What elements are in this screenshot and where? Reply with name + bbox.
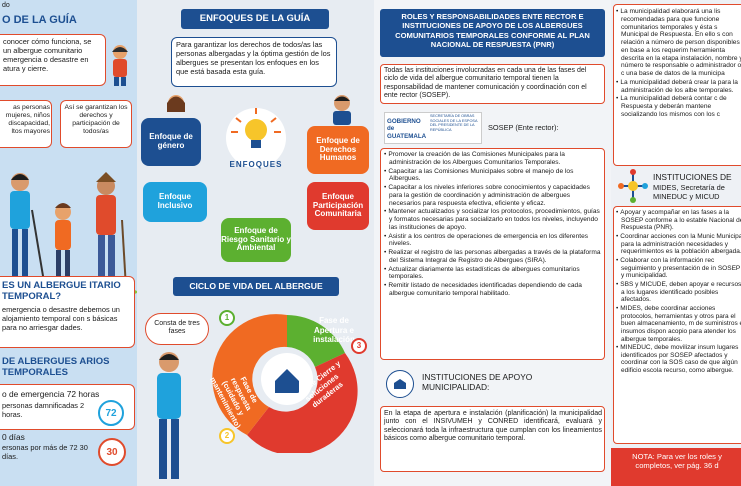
enfoque-riesgo: Enfoque de Riesgo Sanitario y Ambiental	[221, 218, 291, 262]
mides-list: Apoyar y acompañar en las fases a la SOS…	[615, 209, 741, 376]
gov-logo-sub: SECRETARÍA DE OBRAS SOCIALES DE LA ESPOS…	[430, 114, 478, 132]
enfoques-intro-box	[171, 37, 337, 87]
enfoque-genero: Enfoque de género	[141, 118, 201, 166]
list-item: Capacitar a los niveles inferiores sobre…	[383, 184, 603, 207]
roles-header: ROLES Y RESPONSABILIDADES ENTE RECTOR E …	[380, 9, 605, 57]
list-item: La municipalidad deberá crear la para la…	[615, 79, 741, 95]
note-banner	[611, 448, 741, 486]
rights-box	[60, 100, 132, 148]
types-header: DE ALBERGUES ARIOS TEMPORALES	[2, 356, 110, 379]
phase1-number: 1	[219, 310, 235, 326]
list-item: Colaborar con la información rec seguimi…	[615, 257, 741, 280]
enfoques-header: ENFOQUES DE LA GUÍA	[181, 9, 329, 29]
top-fragment: do	[2, 2, 10, 9]
enfoque-participacion: Enfoque Participación Comunitaria	[307, 182, 369, 230]
enfoques-center-label: ENFOQUES	[229, 160, 283, 169]
sosep-label: SOSEP (Ente rector):	[488, 123, 559, 132]
list-item: MIDES, debe coordinar acciones protocolo…	[615, 305, 741, 343]
list-item: Mantener actualizados y socializar los p…	[383, 208, 603, 231]
list-item: Actualizar diariamente las estadísticas …	[383, 266, 603, 282]
list-item: Realizar el registro de las personas alb…	[383, 249, 603, 265]
rights-text: Así se garantizan los derechos y partici…	[64, 104, 128, 136]
list-item: SBS y MICUDE, deben apoyar e recursos a …	[615, 281, 741, 304]
people-text: as personas mujeres, niños discapacidad,…	[5, 104, 50, 136]
gov-logo	[384, 112, 482, 144]
woman-icon	[167, 95, 185, 112]
list-item: Remitir listado de necesidades identific…	[383, 282, 603, 298]
list-item: Apoyar y acompañar en las fases a la SOS…	[615, 209, 741, 232]
list-item: Coordinar acciones con la Munic Municipa…	[615, 233, 741, 256]
panel-enfoques: ENFOQUES DE LA GUÍA Para garantizar los …	[137, 0, 374, 486]
type2-label: 0 días	[2, 432, 25, 442]
type1-text: personas damnificadas 2 horas.	[2, 401, 85, 419]
man-icon	[333, 95, 351, 125]
question-header: ES UN ALBERGUE ITARIO TEMPORAL?	[2, 280, 121, 303]
mides-header: INSTITUCIONES DE	[653, 172, 732, 182]
man-illustration	[157, 352, 181, 479]
type1-label: o de emergencia 72 horas	[2, 389, 100, 399]
list-item: La municipalidad elaborará una lis recom…	[615, 8, 741, 78]
people-box	[0, 100, 52, 148]
list-item: Promover la creación de las Comisiones M…	[383, 151, 603, 167]
phase2-number: 2	[219, 428, 235, 444]
panel-roles: ROLES Y RESPONSABILIDADES ENTE RECTOR E …	[374, 0, 611, 486]
municipality-seal-icon	[386, 370, 414, 398]
muni-box	[380, 406, 605, 472]
clock-72-icon: 72	[98, 400, 124, 426]
intro-box	[0, 34, 106, 86]
person-icon	[112, 45, 128, 86]
calendar-30-icon: 30	[98, 438, 126, 466]
roles-intro: Todas las instituciones involucradas en …	[384, 67, 587, 100]
muni-text: En la etapa de apertura e instalación (p…	[384, 410, 602, 443]
cycle-header: CICLO DE VIDA DEL ALBERGUE	[173, 277, 339, 296]
panel-left: do O DE LA GUÍA conocer cómo funciona, s…	[0, 0, 137, 486]
list-item: MINEDUC, debe movilizar insum lugares id…	[615, 344, 741, 375]
phase3-number: 3	[351, 338, 367, 354]
panel-right: La municipalidad elaborará una lis recom…	[611, 0, 741, 486]
enfoques-intro: Para garantizar los derechos de todos/as…	[176, 40, 331, 76]
muni-list: La municipalidad elaborará una lis recom…	[615, 8, 741, 120]
cycle-diagram	[212, 314, 358, 453]
gov-logo-text: GOBIERNO de GUATEMALA	[387, 118, 427, 140]
mides-sub: MIDES, Secretaría de MINEDUC y MICUD	[653, 183, 725, 201]
institutions-icon	[618, 169, 648, 203]
phase1-label: Fase de Apertura e instalación	[313, 316, 355, 345]
enfoque-derechos: Enfoque de Derechos Humanos	[307, 126, 369, 174]
lightbulb-icon	[226, 108, 286, 168]
note-text: NOTA: Para ver los roles y completos, ve…	[632, 452, 722, 471]
enfoque-inclusivo: Enfoque Inclusivo	[143, 182, 207, 222]
list-item: Capacitar a las Comisiones Municipales s…	[383, 168, 603, 184]
list-item: Asistir a los centros de operaciones de …	[383, 233, 603, 249]
question-box	[0, 276, 135, 348]
muni-header: INSTITUCIONES DE APOYO MUNICIPALIDAD:	[422, 372, 533, 393]
question-text: emergencia o desastre debemos un alojami…	[2, 305, 120, 332]
type2-text: ersonas por más de 72 30 días.	[2, 443, 88, 461]
roles-intro-box	[380, 64, 605, 104]
cycle-bubble	[145, 313, 209, 345]
sosep-list: Promover la creación de las Comisiones M…	[383, 151, 603, 299]
panel1-header: O DE LA GUÍA	[2, 14, 77, 26]
cycle-bubble-text: Consta de tres fases	[154, 320, 200, 336]
intro-text: conocer cómo funciona, se un albergue co…	[3, 37, 92, 73]
list-item: La municipalidad deberá contar c de Resp…	[615, 95, 741, 118]
